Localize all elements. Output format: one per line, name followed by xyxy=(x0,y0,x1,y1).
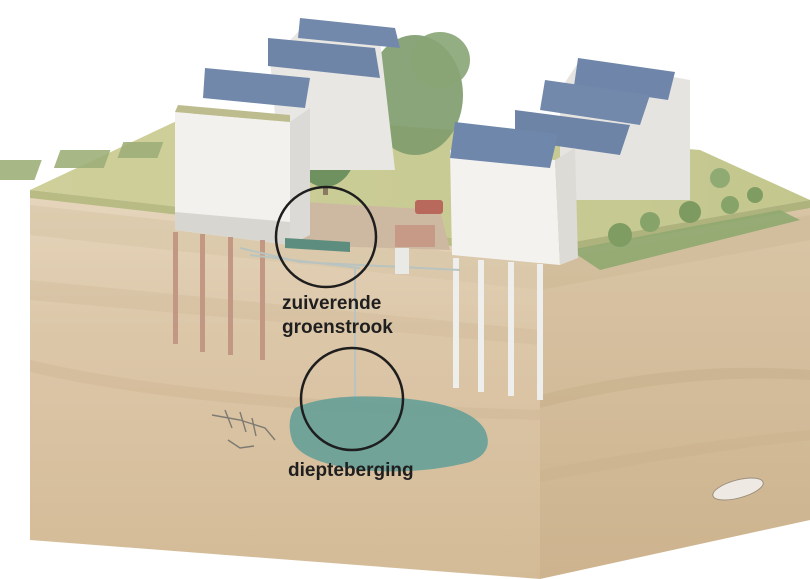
foundation-piles-right xyxy=(453,258,543,400)
label-purifying-strip-line1: zuiverende xyxy=(282,293,382,314)
label-purifying-strip-line2: groenstrook xyxy=(282,317,393,338)
label-deep-storage: diepteberging xyxy=(288,460,414,481)
house-row-left xyxy=(175,18,400,245)
marker-circle-deep-storage xyxy=(299,346,405,452)
purifying-green-strip xyxy=(285,238,409,274)
garden-plots-right xyxy=(570,168,800,270)
foundation-piles-left xyxy=(173,232,265,360)
house-row-right xyxy=(450,58,690,265)
garden-plots-left xyxy=(0,142,164,180)
marker-circle-green-strip xyxy=(274,185,378,289)
courtyard xyxy=(270,200,450,250)
pebble xyxy=(712,477,764,501)
fish-icon xyxy=(211,409,276,449)
